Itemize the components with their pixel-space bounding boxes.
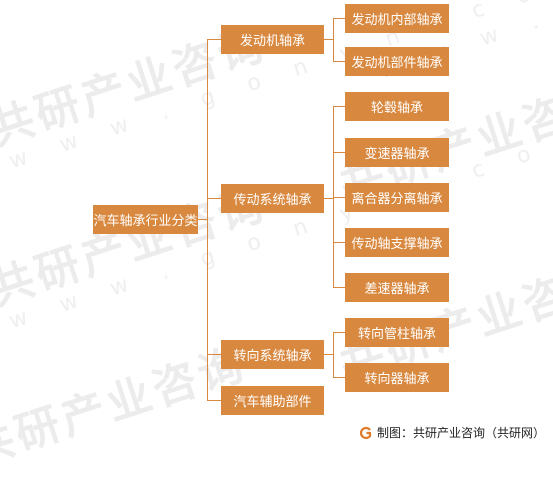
connector-line: [333, 18, 334, 62]
leaf-label: 变速器轴承: [364, 147, 430, 162]
leaf-label: 轮毂轴承: [370, 101, 423, 116]
connector-line: [333, 61, 345, 62]
category-engine-bearing: 发动机轴承: [221, 25, 324, 54]
connector-line: [333, 287, 345, 288]
connector-line: [207, 198, 221, 199]
root-node: 汽车轴承行业分类: [93, 205, 198, 234]
leaf-label: 发动机内部轴承: [351, 13, 443, 28]
category-drivetrain-bearing: 传动系统轴承: [221, 184, 324, 213]
leaf-node: 传动轴支撑轴承: [345, 228, 449, 257]
gonyn-logo-icon: [358, 425, 373, 440]
connector-line: [324, 354, 334, 355]
connector-line: [333, 332, 345, 333]
leaf-node: 转向器轴承: [345, 363, 449, 392]
connector-line: [333, 197, 345, 198]
leaf-label: 发动机部件轴承: [351, 56, 443, 71]
root-node-label: 汽车轴承行业分类: [93, 214, 198, 229]
watermark-url: w w w . g o n y n . c o m: [6, 119, 553, 335]
connector-line: [333, 377, 345, 378]
leaf-node: 轮毂轴承: [345, 92, 449, 121]
leaf-node: 转向管柱轴承: [345, 318, 449, 347]
leaf-label: 转向器轴承: [364, 372, 430, 387]
leaf-node: 变速器轴承: [345, 138, 449, 167]
source-text: 制图：共研产业咨询（共研网）: [376, 426, 545, 440]
connector-line: [324, 198, 334, 199]
category-label: 转向系统轴承: [233, 349, 312, 364]
leaf-node: 差速器轴承: [345, 273, 449, 302]
connector-line: [207, 354, 221, 355]
category-label: 传动系统轴承: [233, 193, 312, 208]
connector-line: [333, 332, 334, 378]
category-label: 发动机轴承: [239, 34, 305, 49]
leaf-node: 离合器分离轴承: [345, 183, 449, 212]
connector-line: [207, 39, 208, 401]
leaf-node: 发动机部件轴承: [345, 47, 449, 76]
connector-line: [333, 242, 345, 243]
leaf-node: 发动机内部轴承: [345, 4, 449, 33]
source-credit: 制图：共研产业咨询（共研网）: [358, 424, 545, 441]
connector-line: [333, 106, 345, 107]
leaf-label: 转向管柱轴承: [357, 327, 436, 342]
connector-line: [198, 219, 208, 220]
category-auxiliary-parts: 汽车辅助部件: [221, 386, 324, 415]
connector-line: [324, 39, 334, 40]
connector-line: [333, 152, 345, 153]
connector-line: [207, 39, 221, 40]
leaf-label: 离合器分离轴承: [351, 192, 443, 207]
category-label: 汽车辅助部件: [233, 395, 312, 410]
connector-line: [333, 18, 345, 19]
leaf-label: 传动轴支撑轴承: [351, 237, 443, 252]
connector-line: [207, 400, 221, 401]
watermark-text: 共研产业咨询: [0, 338, 254, 476]
leaf-label: 差速器轴承: [364, 282, 430, 297]
category-steering-bearing: 转向系统轴承: [221, 340, 324, 369]
